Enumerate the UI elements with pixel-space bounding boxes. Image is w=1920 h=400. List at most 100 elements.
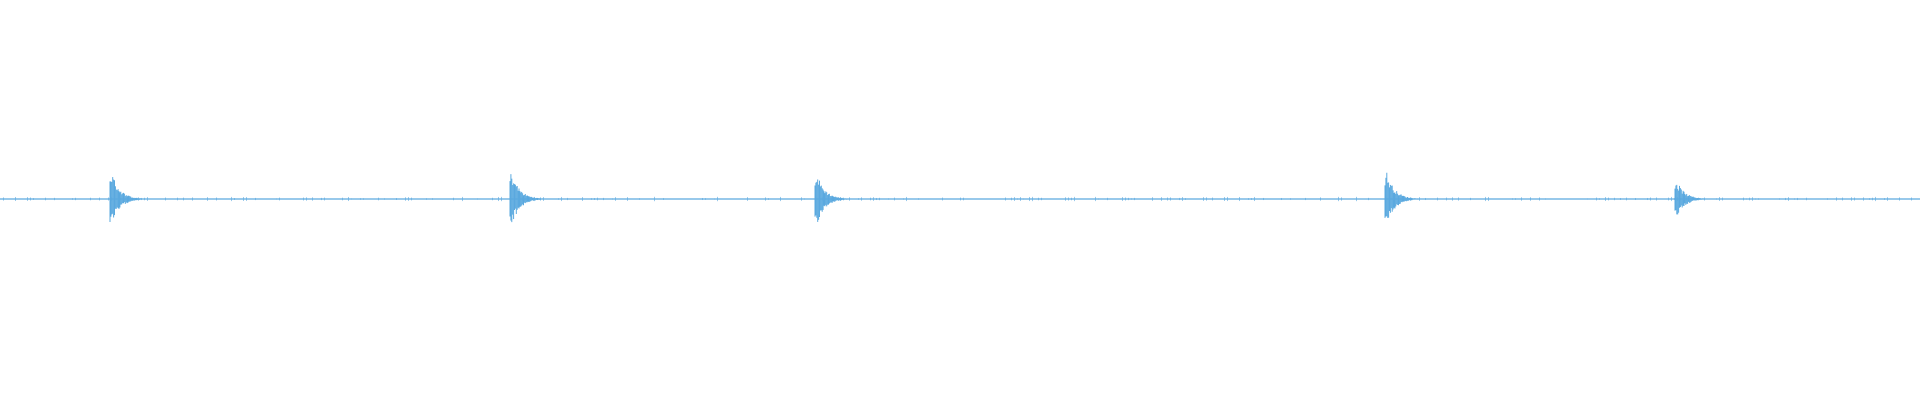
noise-sample	[1887, 197, 1888, 201]
noise-sample	[351, 198, 352, 200]
noise-sample	[1131, 198, 1132, 200]
noise-sample	[765, 197, 766, 201]
noise-sample	[1605, 197, 1606, 201]
noise-sample	[1752, 197, 1753, 201]
noise-sample	[1227, 196, 1228, 202]
noise-sample	[1452, 197, 1453, 201]
noise-sample	[165, 197, 166, 201]
noise-sample	[1827, 198, 1828, 200]
noise-sample	[1749, 197, 1750, 201]
noise-sample	[177, 197, 178, 201]
noise-sample	[780, 196, 781, 202]
noise-sample	[1290, 198, 1291, 200]
noise-sample	[231, 196, 232, 202]
noise-sample	[1167, 197, 1168, 201]
noise-sample	[1875, 196, 1876, 202]
noise-sample	[1647, 197, 1648, 201]
noise-sample	[1011, 197, 1012, 201]
noise-sample	[1911, 197, 1912, 201]
noise-sample	[639, 198, 640, 200]
noise-sample	[1488, 196, 1489, 202]
noise-sample	[1755, 198, 1756, 200]
noise-sample	[1758, 198, 1759, 200]
noise-sample	[342, 197, 343, 201]
noise-sample	[1185, 198, 1186, 200]
noise-sample	[1794, 198, 1795, 200]
noise-sample	[348, 196, 349, 202]
noise-sample	[1305, 197, 1306, 201]
noise-sample	[1446, 197, 1447, 201]
noise-sample	[1152, 197, 1153, 201]
noise-sample	[303, 197, 304, 201]
noise-sample	[462, 196, 463, 202]
noise-sample	[1041, 197, 1042, 201]
noise-sample	[1899, 197, 1900, 201]
noise-sample	[1545, 198, 1546, 200]
noise-sample	[1263, 197, 1264, 201]
noise-sample	[1512, 198, 1513, 200]
noise-sample	[1626, 197, 1627, 201]
noise-sample	[243, 197, 244, 201]
noise-sample	[1806, 197, 1807, 201]
noise-sample	[54, 197, 55, 201]
noise-sample	[1515, 198, 1516, 200]
noise-sample	[1635, 197, 1636, 201]
noise-sample	[1239, 196, 1240, 202]
noise-sample	[1065, 197, 1066, 201]
noise-sample	[1281, 197, 1282, 201]
noise-sample	[894, 197, 895, 201]
noise-sample	[1470, 197, 1471, 201]
noise-sample	[1248, 198, 1249, 200]
noise-sample	[942, 197, 943, 201]
noise-sample	[1869, 198, 1870, 200]
noise-sample	[1599, 198, 1600, 200]
noise-sample	[33, 198, 34, 200]
noise-sample	[1716, 198, 1717, 200]
noise-sample	[1023, 198, 1024, 200]
noise-sample	[432, 198, 433, 200]
noise-sample	[1098, 198, 1099, 200]
noise-sample	[1020, 197, 1021, 201]
noise-sample	[246, 197, 247, 201]
noise-sample	[1203, 197, 1204, 201]
noise-sample	[1134, 197, 1135, 201]
noise-sample	[1530, 197, 1531, 201]
noise-sample	[1068, 197, 1069, 201]
noise-sample	[1458, 197, 1459, 201]
noise-sample	[306, 197, 307, 201]
noise-sample	[1038, 197, 1039, 201]
noise-sample	[45, 197, 46, 201]
noise-sample	[279, 197, 280, 201]
noise-sample	[594, 198, 595, 200]
noise-sample	[1029, 196, 1030, 202]
noise-sample	[1485, 196, 1486, 202]
noise-sample	[1746, 198, 1747, 200]
noise-sample	[1851, 197, 1852, 201]
noise-sample	[567, 197, 568, 201]
noise-sample	[1338, 196, 1339, 202]
noise-sample	[918, 198, 919, 200]
noise-sample	[234, 198, 235, 200]
noise-sample	[1785, 197, 1786, 201]
noise-sample	[1656, 197, 1657, 201]
noise-sample	[1017, 198, 1018, 200]
noise-sample	[90, 197, 91, 201]
noise-sample	[603, 197, 604, 201]
noise-sample	[873, 197, 874, 201]
noise-sample	[183, 197, 184, 201]
noise-sample	[1182, 197, 1183, 201]
noise-sample	[1650, 197, 1651, 201]
noise-sample	[192, 197, 193, 201]
transient-burst	[814, 179, 851, 222]
noise-sample	[663, 198, 664, 200]
noise-sample	[561, 196, 562, 202]
noise-sample	[768, 198, 769, 200]
transient-burst	[509, 174, 544, 223]
noise-sample	[408, 197, 409, 201]
noise-sample	[147, 197, 148, 201]
noise-sample	[75, 197, 76, 201]
noise-sample	[1179, 197, 1180, 201]
noise-sample	[1797, 197, 1798, 201]
noise-sample	[498, 196, 499, 202]
